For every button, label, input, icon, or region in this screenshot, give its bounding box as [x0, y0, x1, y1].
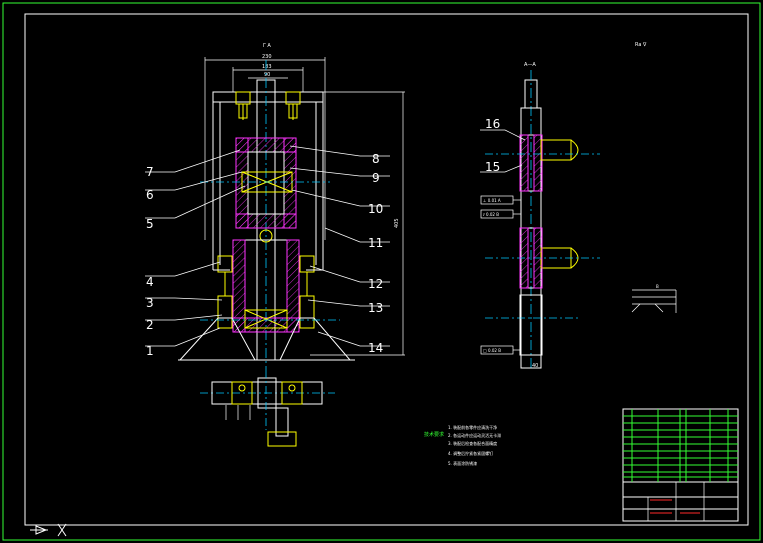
detail-symbol: B	[631, 284, 677, 313]
callout-4: 4	[146, 275, 154, 289]
dim-top-outer: 230	[262, 54, 272, 60]
section-view-a-a: 40 16 15 ⊥ 0.01 A ⫽ 0.02 B □ 0.02 B	[480, 70, 600, 370]
callout-1: 1	[146, 344, 154, 358]
roughness-symbol: Ra ∇	[635, 42, 647, 48]
callout-14: 14	[368, 341, 383, 355]
inner-border	[24, 13, 749, 526]
note-line-1: 1. 装配前各零件应清洗干净	[448, 424, 497, 430]
callout-8: 8	[372, 152, 380, 166]
note-line-2: 2. 各运动件应运动灵活无卡滞	[448, 432, 501, 438]
callout-16: 16	[485, 117, 500, 131]
title-block	[622, 408, 739, 522]
top-view	[200, 370, 335, 447]
main-assembly-view: 230 183 90 405	[145, 54, 405, 370]
notes-title: 技术要求	[424, 431, 444, 438]
svg-text:B: B	[656, 284, 659, 289]
callout-6: 6	[146, 188, 154, 202]
callout-10: 10	[368, 202, 383, 216]
dim-top-inner: 183	[262, 64, 272, 70]
tolerance-frame-3: □ 0.02 B	[483, 348, 501, 353]
note-line-4: 4. 调整后拧紧各紧固螺钉	[448, 450, 493, 456]
callout-7: 7	[146, 165, 154, 179]
tolerance-frame-2: ⫽ 0.02 B	[482, 212, 499, 217]
callout-5: 5	[146, 217, 154, 231]
callout-3: 3	[146, 296, 154, 310]
callout-12: 12	[368, 277, 383, 291]
dim-top-inner2: 90	[264, 72, 270, 78]
callout-13: 13	[368, 301, 383, 315]
section-title: A—A	[524, 62, 536, 68]
note-line-3: 3. 装配后检查各配合面精度	[448, 440, 497, 446]
callout-2: 2	[146, 318, 154, 332]
callout-9: 9	[372, 171, 380, 185]
dim-side-bottom: 40	[532, 363, 538, 369]
view-marker-a: Γ A	[263, 43, 271, 49]
ucs-icon	[30, 523, 67, 537]
tolerance-frame-1: ⊥ 0.01 A	[483, 198, 501, 203]
technical-notes: 技术要求 1. 装配前各零件应清洗干净 2. 各运动件应运动灵活无卡滞 3. 装…	[424, 424, 501, 466]
note-line-5: 5. 表面涂防锈漆	[448, 460, 477, 466]
callout-15: 15	[485, 160, 500, 174]
dim-height: 405	[394, 218, 400, 228]
callout-11: 11	[368, 236, 383, 250]
